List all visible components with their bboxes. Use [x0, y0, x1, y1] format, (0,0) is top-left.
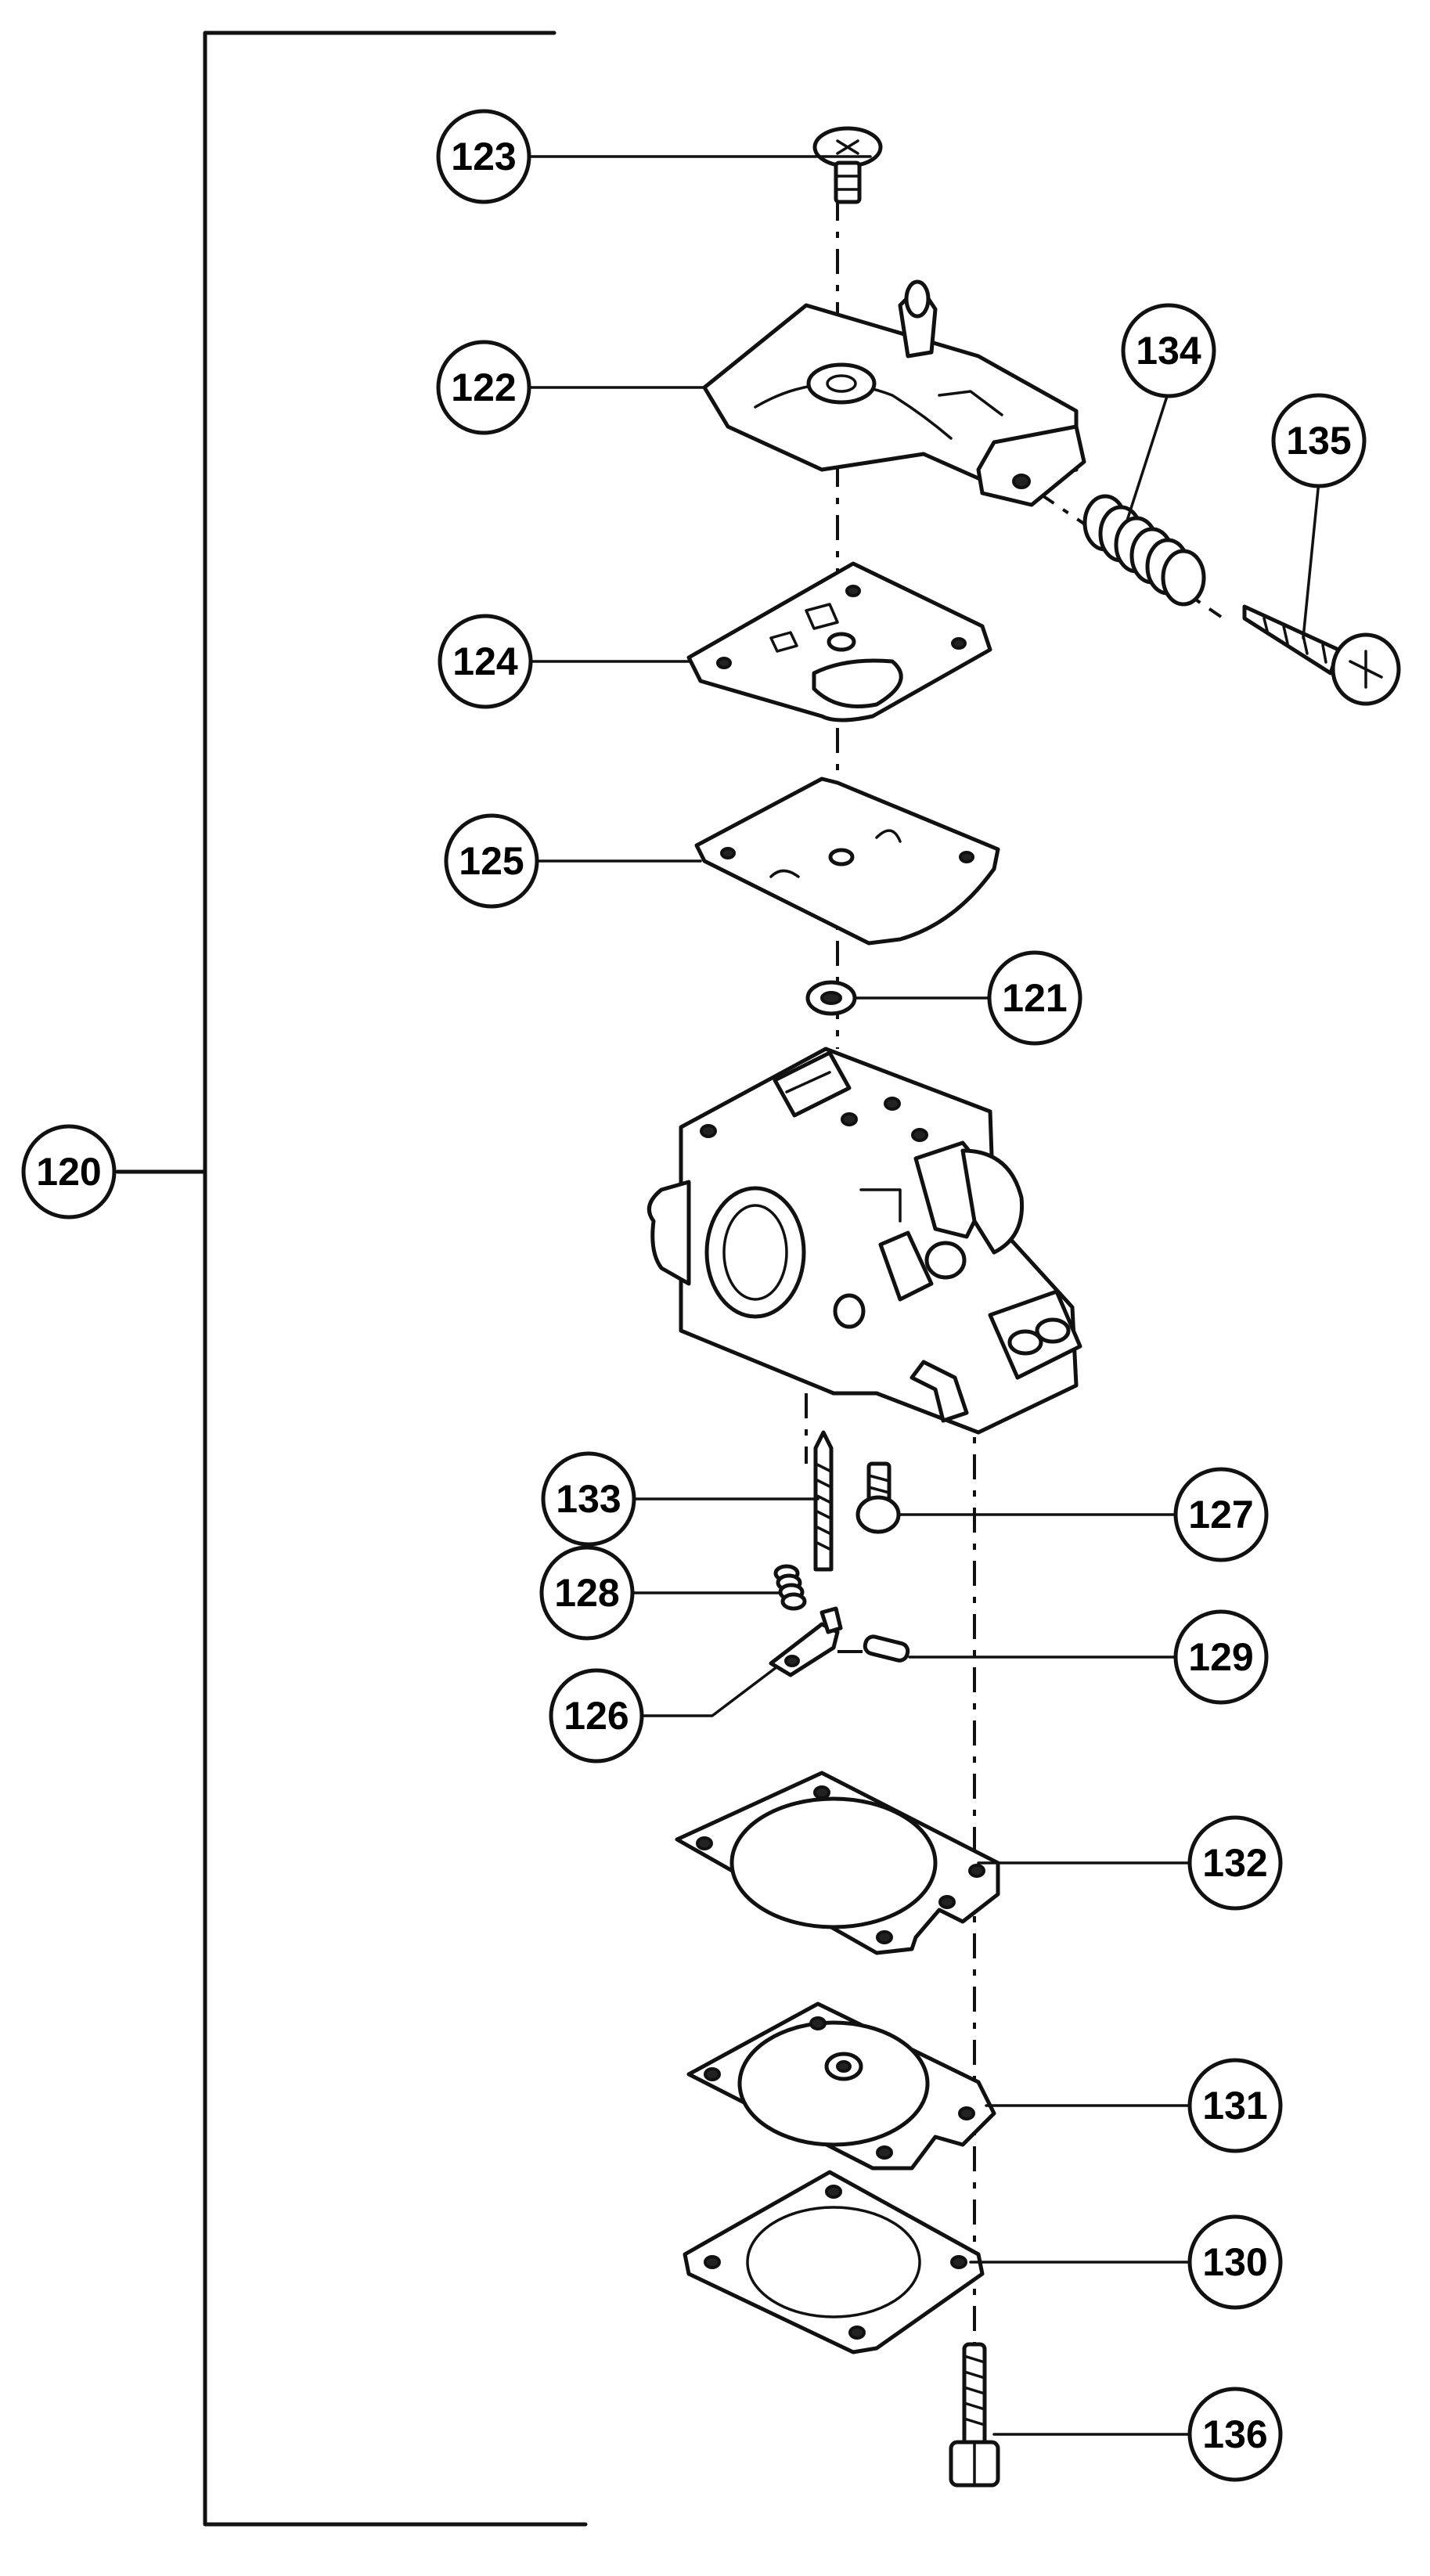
callout-label: 125	[459, 839, 524, 883]
callout-136: 136	[1187, 2387, 1283, 2482]
part-128-spring	[773, 1564, 807, 1611]
callout-label: 133	[556, 1477, 621, 1521]
part-126-lever	[769, 1606, 843, 1677]
callout-125: 125	[444, 813, 539, 909]
callout-label: 135	[1286, 419, 1351, 463]
assembly-bracket	[115, 31, 588, 2527]
part-carburetor-body	[647, 1047, 1082, 1435]
callout-label: 122	[451, 366, 516, 409]
part-131-diaphragm	[686, 2001, 996, 2171]
part-136-bolt	[949, 2342, 1000, 2488]
callout-label: 120	[36, 1150, 101, 1194]
callout-label: 136	[1202, 2412, 1267, 2456]
callout-label: 123	[451, 135, 516, 178]
callout-label: 128	[554, 1571, 619, 1615]
callout-label: 127	[1188, 1493, 1253, 1537]
callout-126: 126	[549, 1668, 644, 1764]
part-121-washer	[805, 980, 857, 1016]
part-133-needle	[813, 1430, 834, 1572]
part-129-pin	[863, 1634, 910, 1663]
part-125-gasket	[694, 776, 1000, 946]
callout-120: 120	[21, 1124, 117, 1220]
part-130-cover	[683, 2170, 985, 2354]
callout-label: 130	[1202, 2240, 1267, 2284]
callout-134: 134	[1121, 303, 1216, 398]
callout-label: 132	[1202, 1841, 1267, 1885]
leader-lines	[94, 155, 1320, 2436]
callout-label: 121	[1002, 976, 1067, 1020]
callout-129: 129	[1173, 1609, 1269, 1705]
callout-label: 124	[452, 639, 518, 683]
callout-123: 123	[436, 109, 531, 204]
part-127-screw	[855, 1461, 901, 1534]
callout-132: 132	[1187, 1815, 1283, 1911]
callout-135: 135	[1271, 393, 1367, 488]
part-124-pump-plate	[686, 561, 992, 722]
part-135-adjust-screw	[1242, 604, 1401, 706]
callout-124: 124	[438, 614, 533, 709]
part-134-spring	[1082, 494, 1206, 607]
callout-122: 122	[436, 340, 531, 435]
part-123-screw	[812, 126, 883, 204]
part-122-cover-lever	[702, 279, 1086, 507]
callout-130: 130	[1187, 2214, 1283, 2310]
callout-131: 131	[1187, 2058, 1283, 2153]
callout-label: 126	[564, 1694, 629, 1738]
callout-133: 133	[541, 1451, 636, 1547]
callout-label: 129	[1188, 1635, 1253, 1679]
callout-121: 121	[987, 950, 1082, 1046]
callout-127: 127	[1173, 1467, 1269, 1562]
callout-128: 128	[539, 1545, 635, 1641]
callout-label: 131	[1202, 2084, 1267, 2127]
part-132-gasket	[675, 1771, 1000, 1955]
callout-label: 134	[1136, 329, 1201, 373]
